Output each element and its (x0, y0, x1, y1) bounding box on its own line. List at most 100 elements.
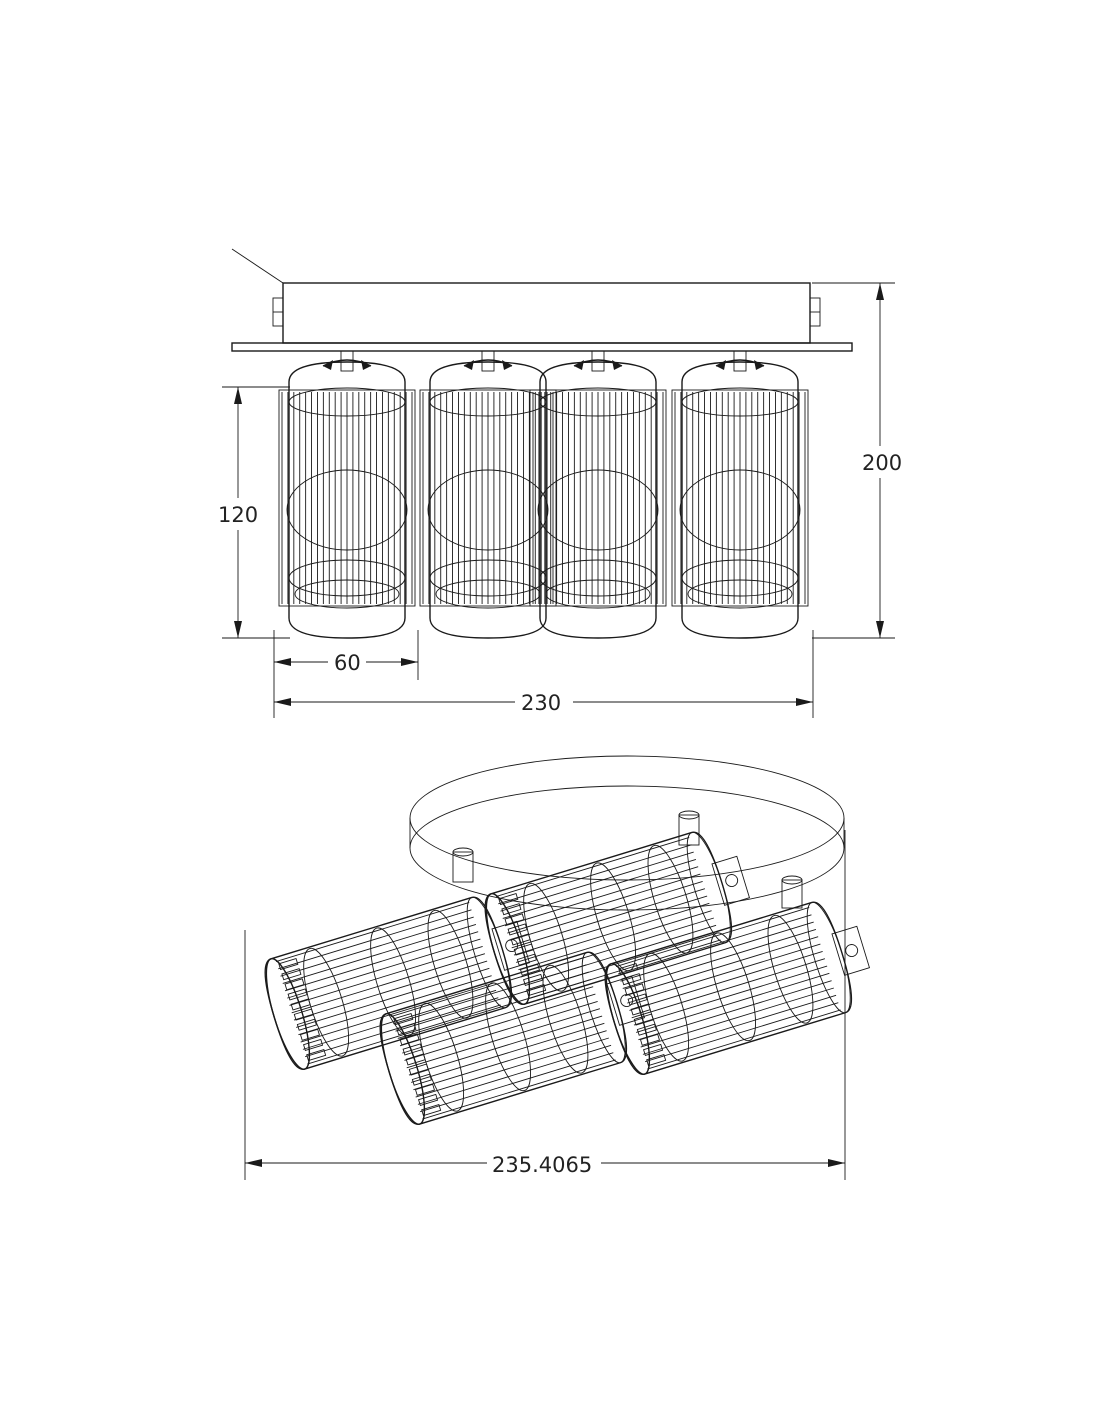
top-ring (429, 387, 547, 417)
bottom-ring (429, 559, 547, 597)
slat (523, 973, 544, 987)
screw-left (272, 297, 284, 327)
slat (624, 983, 645, 996)
slat (513, 943, 534, 956)
stem (591, 350, 605, 372)
cage-rod (393, 964, 587, 1025)
slat (399, 1033, 420, 1046)
slat (393, 1012, 414, 1026)
cage-rod (300, 982, 494, 1043)
cage-rod (498, 844, 692, 905)
slat (293, 1008, 314, 1021)
bottom-inner-ring (687, 579, 793, 609)
cage-rod (518, 910, 712, 971)
mid-ring (679, 469, 801, 551)
screw-right (809, 297, 821, 327)
slat (296, 1018, 317, 1031)
cage-rod (289, 945, 483, 1006)
slat (507, 923, 528, 936)
cage-frame (419, 389, 557, 607)
slat (414, 1083, 436, 1096)
slat (621, 973, 642, 986)
cage-rod (287, 938, 481, 999)
slat (526, 984, 547, 997)
slat (299, 1028, 321, 1041)
cage-rod (622, 928, 817, 989)
front-shades (278, 350, 809, 639)
cage-rod (275, 902, 470, 962)
slat (618, 962, 639, 976)
mid-ring (427, 469, 549, 551)
cage-rod (615, 907, 810, 967)
slat (643, 1043, 664, 1057)
cage-rod (633, 965, 828, 1026)
cage-rod (638, 980, 832, 1041)
iso-shade-4 (604, 901, 871, 1075)
cage-rod (415, 1037, 609, 1098)
cage-rod (509, 880, 703, 941)
isometric-view: 235.4065 (244, 755, 871, 1180)
rotate-arrow-icon (715, 359, 765, 370)
cage-rod (620, 921, 814, 982)
slat (306, 1049, 327, 1062)
slat (402, 1043, 423, 1056)
cage-frame (278, 389, 416, 607)
dim-label-200: 200 (862, 451, 902, 475)
slat (516, 953, 537, 966)
cage-rod (404, 1000, 598, 1061)
iso-shade-3 (379, 951, 646, 1125)
slat (627, 993, 648, 1006)
bottom-ring (539, 559, 657, 597)
slat (303, 1038, 324, 1052)
cage-rod (504, 866, 699, 927)
dim-label-60: 60 (334, 651, 361, 675)
cage-rod (511, 888, 706, 949)
shade-outline (681, 361, 799, 639)
slat (287, 988, 308, 1001)
cage-rod (631, 958, 826, 1019)
slat (290, 998, 311, 1011)
cage-rod (278, 909, 472, 970)
iso-shade-1 (264, 896, 531, 1070)
mounting-plate (231, 342, 853, 352)
front-shade-2 (419, 350, 557, 639)
cage-rod (296, 967, 490, 1028)
cage-rod (636, 972, 830, 1033)
cage-rod (500, 851, 694, 912)
slat (504, 913, 525, 926)
shade-outline (429, 361, 547, 639)
stem (340, 350, 354, 372)
slat (501, 903, 522, 916)
bottom-ring (681, 559, 799, 597)
dim-label-120: 120 (218, 503, 258, 527)
rotate-arrow-icon (322, 359, 372, 370)
cage-rod (411, 1022, 605, 1083)
slat (411, 1073, 432, 1086)
cage-rod (629, 950, 823, 1011)
mid-ring (537, 469, 659, 551)
dimension-200: 200 (812, 282, 902, 639)
cage-rod (395, 971, 589, 1032)
bottom-inner-ring (294, 579, 400, 609)
slat (510, 933, 531, 946)
cage-rod (408, 1015, 603, 1076)
slat (498, 892, 519, 906)
cage-rod (406, 1008, 601, 1069)
slat (284, 978, 305, 991)
cage-frame (529, 389, 667, 607)
cage-rod (618, 914, 812, 975)
post-1 (452, 847, 474, 883)
slat (405, 1053, 426, 1066)
cage-rod (420, 1052, 614, 1113)
shade-outline (539, 361, 657, 639)
post-3 (781, 875, 803, 909)
cage-rod (390, 957, 585, 1017)
leader-line (231, 248, 284, 284)
bottom-inner-ring (545, 579, 651, 609)
bracket-screw (845, 944, 859, 957)
slat (646, 1054, 667, 1067)
top-ring (681, 387, 799, 417)
bracket-screw (725, 874, 739, 887)
dimension-60: 60 (273, 630, 419, 718)
